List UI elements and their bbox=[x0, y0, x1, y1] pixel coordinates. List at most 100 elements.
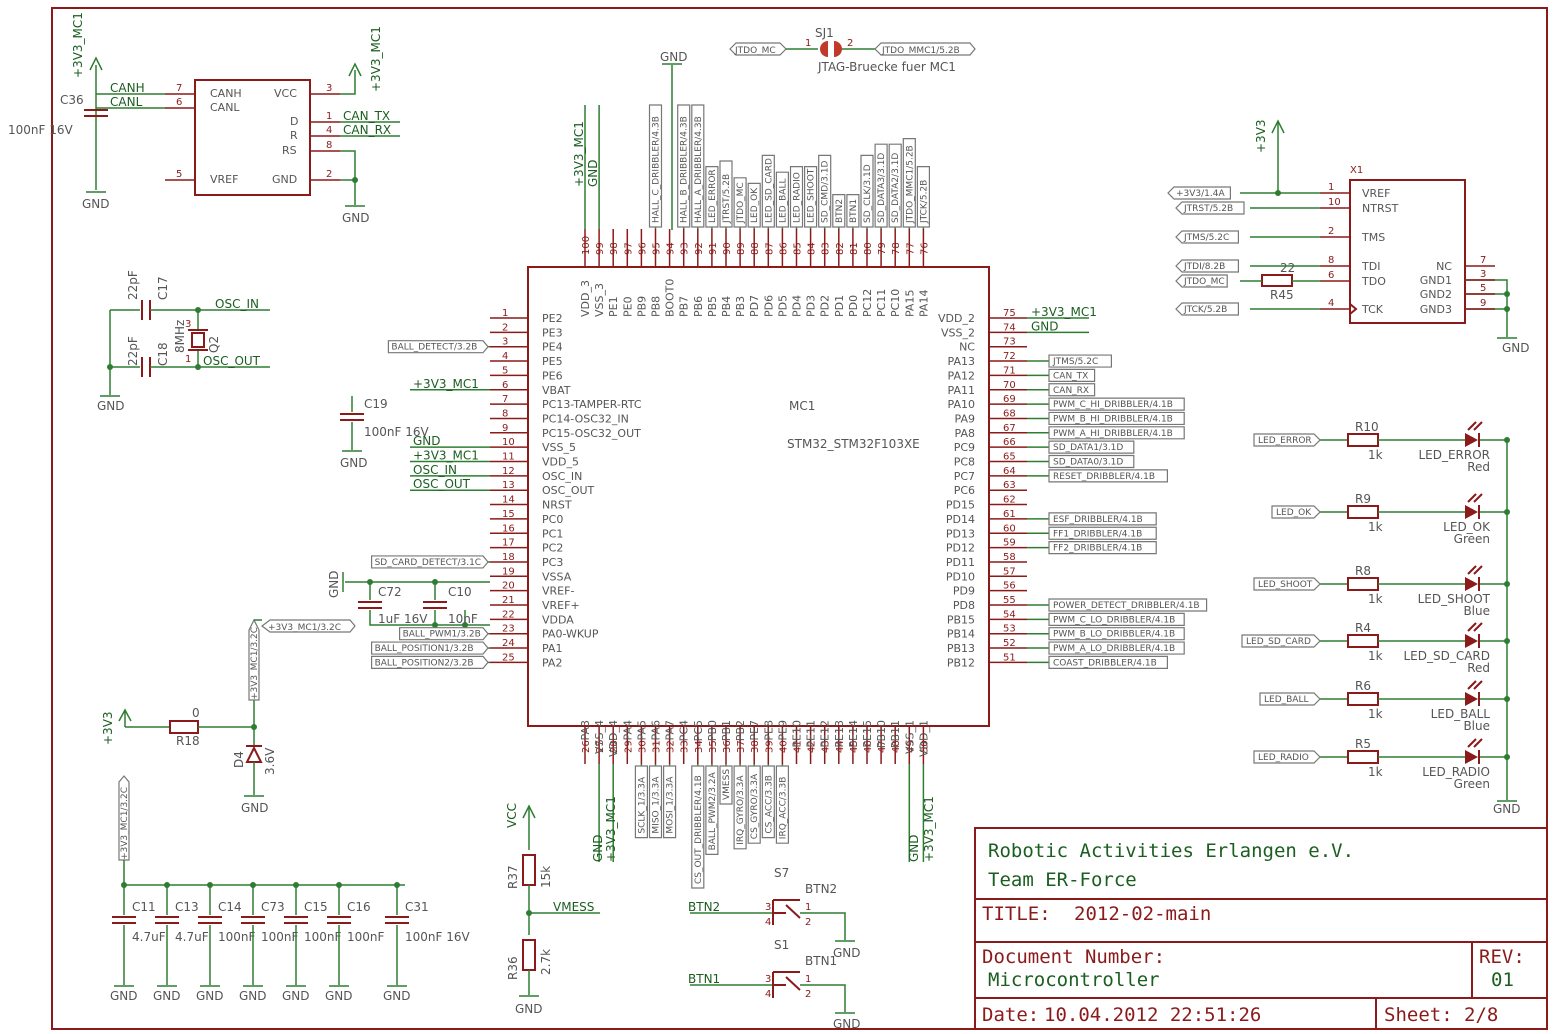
mcu-pin-name: PA9 bbox=[955, 412, 975, 425]
junction-dot bbox=[1504, 581, 1510, 587]
mcu-pin-num: 81 bbox=[849, 242, 860, 255]
jtag-pin-name: NTRST bbox=[1362, 202, 1399, 215]
vref-caps: GND C72 1uF 16V C10 10nF bbox=[327, 570, 490, 628]
net-flag-label: HALL_B_DRIBBLER/4.3B bbox=[680, 116, 690, 223]
cap-ref: C31 bbox=[405, 900, 429, 914]
net-flag bbox=[916, 166, 931, 228]
mcu-pin-num: 46 bbox=[863, 740, 874, 753]
net-flag bbox=[662, 765, 677, 839]
mcu-pin-name: PA15 bbox=[903, 290, 916, 317]
vbat-cap: C19 100nF 16V GND bbox=[340, 396, 429, 470]
can-pin-gnd: GND bbox=[272, 173, 297, 186]
flag-decap bbox=[118, 775, 130, 861]
led-resistor-ref: R6 bbox=[1355, 679, 1371, 693]
net-flag bbox=[371, 555, 489, 569]
mcu-pin-num: 5 bbox=[502, 365, 508, 376]
mcu-pin-num: 70 bbox=[1003, 380, 1016, 391]
led-ref: LED_BALL bbox=[1431, 707, 1491, 721]
mcu-pin-num: 67 bbox=[1003, 423, 1016, 434]
led-ray bbox=[1473, 680, 1483, 690]
svg-text:3: 3 bbox=[765, 974, 771, 985]
net-flag bbox=[1048, 454, 1135, 469]
gnd-boot0: GND bbox=[660, 50, 688, 64]
mcu-pin-name: VREF- bbox=[542, 585, 574, 598]
net-btn2-local: BTN2 bbox=[688, 900, 720, 914]
mcu-pin-name: PD5 bbox=[776, 295, 789, 317]
svg-text:+3V3_MC1/3.2C: +3V3_MC1/3.2C bbox=[120, 787, 130, 860]
mcu-pin-name: PA2 bbox=[542, 656, 562, 669]
mcu-pin-num: 6 bbox=[502, 380, 508, 391]
net-flag bbox=[1048, 397, 1185, 411]
mcu-pin-num: 4 bbox=[502, 351, 508, 362]
led-ray bbox=[1473, 493, 1483, 503]
tb-date-value: 10.04.2012 22:51:26 bbox=[1044, 1004, 1261, 1026]
led-icon bbox=[1465, 505, 1478, 519]
net-flag bbox=[371, 641, 489, 655]
mcu-pin-num: 63 bbox=[1003, 480, 1016, 491]
led-net-label: LED_OK bbox=[1276, 508, 1312, 518]
mcu-pin-num: 53 bbox=[1003, 624, 1016, 635]
mcu-pin-name: PE10 bbox=[791, 720, 804, 748]
mcu-pin-name: OSC_IN bbox=[542, 470, 582, 483]
cap-value: 100nF 16V bbox=[405, 930, 470, 944]
r45-ref: R45 bbox=[1270, 288, 1294, 302]
mcu-pin-num: 51 bbox=[1003, 652, 1016, 663]
svg-text:2: 2 bbox=[326, 169, 332, 180]
sj1-left-flag: JTDO_MC bbox=[734, 46, 776, 56]
mcu-pin-name: PA8 bbox=[955, 427, 975, 440]
mcu-pin-name: VDD_3 bbox=[579, 280, 592, 317]
mcu-pin-num: 96 bbox=[637, 242, 648, 255]
mcu-pin-name: PE12 bbox=[819, 720, 832, 748]
led-ref: LED_RADIO bbox=[1422, 765, 1490, 779]
mcu-pin-num: 24 bbox=[502, 638, 515, 649]
gnd-vbat: GND bbox=[340, 456, 368, 470]
net-flag bbox=[648, 104, 663, 228]
net-flag bbox=[719, 160, 733, 228]
mcu-pin-num: 1 bbox=[502, 308, 508, 319]
jtag-pin-name: TDO bbox=[1361, 275, 1386, 288]
mcu-pin-num: 29 bbox=[623, 740, 634, 753]
led-ray bbox=[1467, 680, 1477, 690]
led-net-flag bbox=[1253, 750, 1321, 764]
net-flag bbox=[733, 177, 747, 228]
svg-text:1: 1 bbox=[805, 902, 811, 913]
net-label: +3V3_MC1 bbox=[572, 121, 586, 187]
cap-value: 100nF bbox=[304, 930, 342, 944]
mcu-pin-num: 22 bbox=[502, 609, 515, 620]
can-pin-rs: RS bbox=[282, 144, 297, 157]
gnd-label: GND bbox=[196, 989, 224, 1003]
can-pin-canh: CANH bbox=[210, 87, 242, 100]
svg-text:7: 7 bbox=[176, 83, 182, 94]
c36-ref: C36 bbox=[60, 93, 84, 107]
svg-text:2: 2 bbox=[805, 989, 811, 1000]
net-flag-label: JTMS/5.2C bbox=[1183, 233, 1229, 243]
net-flag-label: BALL_POSITION1/3.2B bbox=[375, 644, 474, 654]
cap-ref: C11 bbox=[132, 900, 156, 914]
mcu-pin-num: 73 bbox=[1003, 337, 1016, 348]
mcu-pin-num: 50 bbox=[919, 740, 930, 753]
net-pin27: GND bbox=[591, 834, 605, 862]
mcu-pin-num: 33 bbox=[680, 740, 691, 753]
jtag-pin-num: 8 bbox=[1328, 255, 1334, 266]
led-icon bbox=[1465, 750, 1478, 764]
net-flag bbox=[803, 166, 818, 228]
mcu-pin-name: PC2 bbox=[542, 542, 563, 555]
mcu-pin-num: 41 bbox=[793, 740, 804, 753]
net-flag-label: SCLK_1/3.3A bbox=[637, 776, 647, 833]
jtag-pin-name: GND3 bbox=[1420, 303, 1452, 316]
mcu-pin-name: PB7 bbox=[678, 296, 691, 317]
net-flag-label: POWER_DETECT_DRIBBLER/4.1B bbox=[1053, 601, 1200, 611]
svg-text:1: 1 bbox=[326, 111, 332, 122]
gnd-label: GND bbox=[383, 989, 411, 1003]
led-net-label: LED_BALL bbox=[1264, 695, 1309, 705]
mcu-pin-num: 60 bbox=[1003, 523, 1016, 534]
net-label: +3V3_MC1 bbox=[1031, 305, 1097, 319]
mcu-pin-num: 74 bbox=[1003, 322, 1016, 333]
can-supply-vcc: +3V3_MC1 bbox=[369, 26, 383, 92]
led-resistor bbox=[1347, 577, 1379, 591]
net-flag-label: JTRST/5.2B bbox=[1183, 204, 1233, 214]
led-ref: LED_SHOOT bbox=[1418, 592, 1491, 606]
net-flag-label: CS_GYRO/3.3A bbox=[750, 773, 760, 839]
q2-value: 8MHz bbox=[173, 320, 187, 353]
svg-text:5: 5 bbox=[176, 169, 182, 180]
